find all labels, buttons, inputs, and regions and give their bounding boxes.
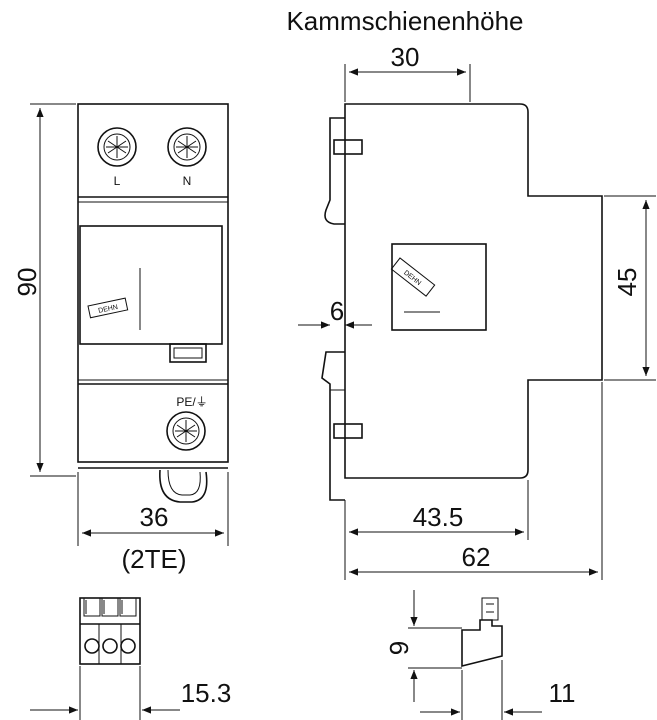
side-top-dim: 30 [391,42,420,72]
front-width-dim: 36 [140,502,169,532]
front-window [79,225,223,345]
side-height-dim: 45 [612,268,642,297]
side-offset-dim: 6 [330,296,344,326]
side-window [391,243,487,331]
connector-side-height-dim: 9 [384,641,414,655]
side-brand-label: DEHN [390,257,436,297]
din-clip [159,469,208,503]
side-view: DEHN 30 45 6 43.5 62 [298,42,656,580]
front-brand-text: DEHN [98,304,119,315]
side-depth-dim-1: 43.5 [413,502,464,532]
terminal-l-screw [97,127,137,167]
terminal-n-screw [167,127,207,167]
terminal-pe-screw [166,411,206,451]
title-kammschienenhoehe: Kammschienenhöhe [286,6,523,36]
front-body [77,103,229,463]
connector-side-width-dim: 11 [549,678,576,708]
pe-label: PE/⏚ [176,395,207,409]
front-width-note: (2TE) [122,544,187,574]
connector-side-view: 9 11 [384,590,576,720]
side-clip-top [333,139,363,155]
terminal-l-label: L [114,174,121,188]
front-height-dim: 90 [12,268,42,297]
front-brand-label: DEHN [87,297,129,319]
front-view: L N DEHN PE/⏚ 90 36 [12,103,229,574]
connector-front-view: 15.3 [30,597,232,720]
side-body [344,103,603,479]
side-brand-text: DEHN [402,269,422,287]
status-indicator [169,343,207,363]
connector-front-width-dim: 15.3 [181,678,232,708]
side-depth-dim-2: 62 [462,542,491,572]
terminal-n-label: N [183,174,192,188]
side-clip-bottom [333,423,363,439]
